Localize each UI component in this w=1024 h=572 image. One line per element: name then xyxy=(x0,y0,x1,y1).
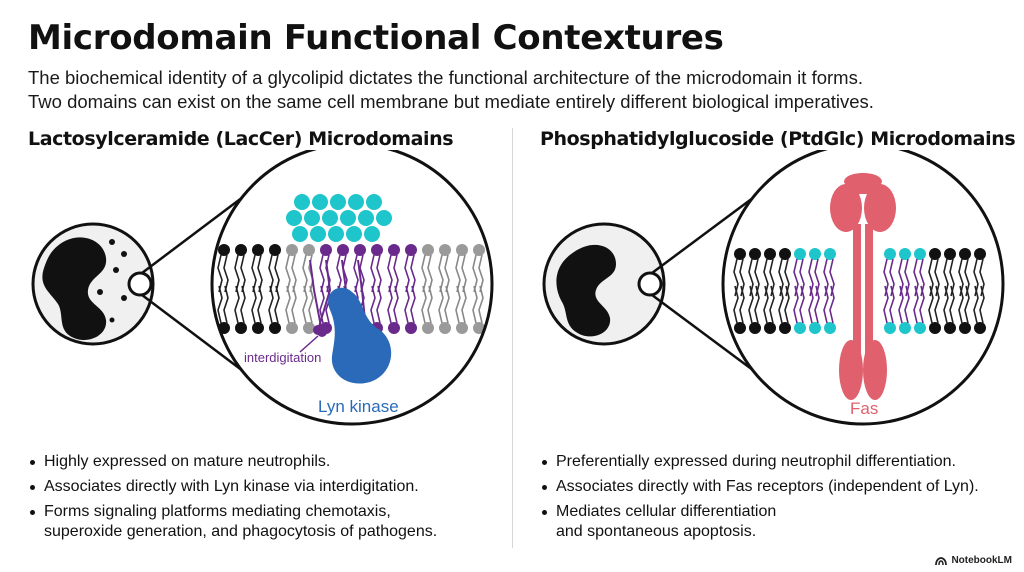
fas-label: Fas xyxy=(850,399,878,418)
lipid-right-16 xyxy=(973,248,986,334)
lipid-left-14 xyxy=(455,244,468,334)
left-bullet-2: Associates directly with Lyn kinase via … xyxy=(28,477,437,497)
lipid-right-13 xyxy=(928,248,941,334)
page-title: Microdomain Functional Contextures xyxy=(28,18,724,58)
right-bullet-2: Associates directly with Fas receptors (… xyxy=(540,477,979,497)
right-zoom-spot xyxy=(637,271,663,297)
lipid-left-2 xyxy=(251,244,264,334)
left-bullet-3-line-2: superoxide generation, and phagocytosis … xyxy=(44,523,438,540)
lipid-right-6 xyxy=(823,248,836,334)
immature-nucleus xyxy=(556,244,616,337)
notebooklm-logo-icon xyxy=(935,556,948,565)
lipid-left-15 xyxy=(472,244,485,334)
lipid-left-12 xyxy=(421,244,434,334)
left-bullet-3: Forms signaling platforms mediating chem… xyxy=(28,502,437,542)
left-bullet-list: Highly expressed on mature neutrophils. … xyxy=(28,452,437,547)
right-cell xyxy=(542,222,666,346)
subtitle-line-1: The biochemical identity of a glycolipid… xyxy=(28,67,863,88)
lipid-right-4 xyxy=(793,248,806,334)
right-bullet-3-line-2: and spontaneous apoptosis. xyxy=(556,523,757,540)
right-bullet-3-line-1: Mediates cellular differentiation xyxy=(556,503,777,520)
neutrophil-nucleus xyxy=(42,237,107,341)
lipid-left-4 xyxy=(285,244,298,334)
right-bullet-1: Preferentially expressed during neutroph… xyxy=(540,452,979,472)
left-zoom-circle xyxy=(210,150,494,426)
right-bullet-list: Preferentially expressed during neutroph… xyxy=(540,452,979,547)
left-bullet-3-line-1: Forms signaling platforms mediating chem… xyxy=(44,503,391,520)
left-bullet-1: Highly expressed on mature neutrophils. xyxy=(28,452,437,472)
left-zoom-spot xyxy=(127,271,153,297)
lactose-glycans xyxy=(286,194,392,242)
lipid-right-5 xyxy=(808,248,821,334)
right-panel-heading: Phosphatidylglucoside (PtdGlc) Microdoma… xyxy=(540,128,1016,150)
lipid-left-3 xyxy=(268,244,281,334)
subtitle-line-2: Two domains can exist on the same cell m… xyxy=(28,91,874,112)
interdigitation-pointer xyxy=(299,335,319,353)
lipid-right-0 xyxy=(733,248,746,334)
interdigitation-label: interdigitation xyxy=(244,350,321,365)
lyn-kinase-shape xyxy=(328,287,392,384)
lipid-left-13 xyxy=(438,244,451,334)
lipid-right-14 xyxy=(943,248,956,334)
notebooklm-brand: NotebookLM xyxy=(935,555,1012,566)
right-bilayer xyxy=(733,248,986,334)
membrane-diagrams: interdigitation Lyn kinase Fas xyxy=(31,150,1005,426)
lipid-right-15 xyxy=(958,248,971,334)
right-zoom-circle xyxy=(721,150,1005,426)
left-bilayer xyxy=(217,194,485,337)
lipid-right-2 xyxy=(763,248,776,334)
lipid-left-11 xyxy=(404,244,417,334)
brand-text: NotebookLM xyxy=(951,555,1012,566)
lipid-right-1 xyxy=(748,248,761,334)
lipid-left-1 xyxy=(234,244,247,334)
left-cell xyxy=(31,222,155,346)
page-subtitle: The biochemical identity of a glycolipid… xyxy=(28,66,1008,114)
lipid-right-3 xyxy=(778,248,791,334)
panel-divider xyxy=(512,128,513,548)
lipid-right-12 xyxy=(913,248,926,334)
lipid-right-11 xyxy=(898,248,911,334)
lyn-kinase-label: Lyn kinase xyxy=(318,397,399,416)
lipid-right-10 xyxy=(883,248,896,334)
left-panel-heading: Lactosylceramide (LacCer) Microdomains xyxy=(28,128,454,150)
lipid-left-10 xyxy=(387,244,400,334)
right-bullet-3: Mediates cellular differentiation and spo… xyxy=(540,502,979,542)
fas-receptor xyxy=(830,173,896,400)
